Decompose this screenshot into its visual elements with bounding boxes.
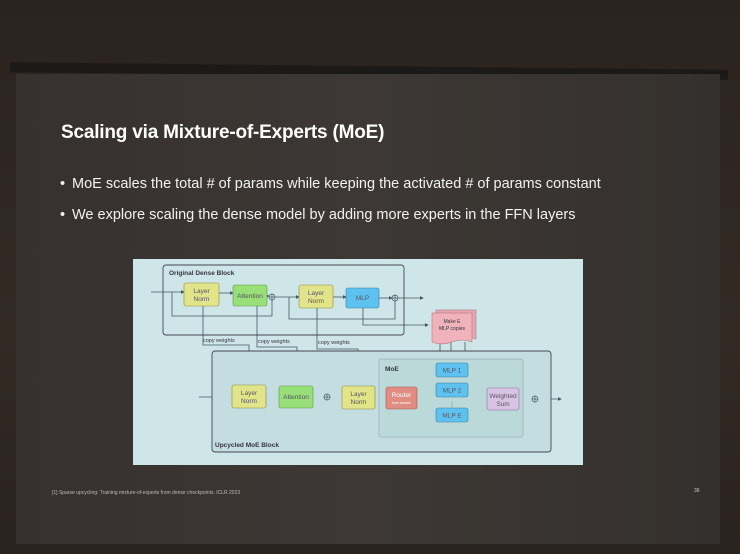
svg-text:Norm: Norm: [241, 398, 257, 405]
svg-text:MLP: MLP: [356, 295, 369, 302]
svg-text:Make E: Make E: [444, 319, 462, 325]
bullet-1: •MoE scales the total # of params while …: [60, 176, 601, 192]
svg-text:from scratch: from scratch: [392, 401, 411, 405]
moe-box: [378, 358, 524, 438]
copy-weights-label: copy weights: [203, 338, 235, 344]
footnote: [1] Sparse upcycling: Training mixture-o…: [52, 490, 241, 496]
svg-text:Attention: Attention: [283, 394, 309, 401]
moe-label: MoE: [385, 366, 399, 373]
dense-block-label: Original Dense Block: [169, 270, 235, 277]
copy-weights-label: copy weights: [258, 339, 290, 345]
svg-text:Norm: Norm: [351, 399, 367, 406]
attention-node: Attention: [278, 385, 314, 409]
mlp-node: MLP: [345, 287, 380, 309]
svg-text:Weighted: Weighted: [489, 393, 517, 400]
svg-text:Sum: Sum: [496, 401, 509, 408]
expert-mlp-1: MLP 1: [435, 362, 469, 378]
bullet-text: We explore scaling the dense model by ad…: [72, 207, 576, 223]
attention-node: Attention: [232, 284, 268, 307]
router-node: Router from scratch: [385, 386, 418, 410]
svg-text:Norm: Norm: [194, 296, 210, 303]
svg-text:Layer: Layer: [193, 288, 210, 295]
copy-weights-label: copy weights: [318, 340, 350, 346]
bullet-2: •We explore scaling the dense model by a…: [60, 207, 576, 223]
svg-text:MLP 1: MLP 1: [443, 368, 462, 375]
page-number: 36: [694, 488, 700, 494]
make-copies-node: Make E MLP copies: [431, 309, 477, 345]
svg-text:Layer: Layer: [350, 391, 367, 398]
moe-block-label: Upcycled MoE Block: [215, 442, 279, 449]
svg-text:Layer: Layer: [308, 290, 325, 297]
moe-diagram: Original Dense Block Upcycled MoE Block …: [133, 259, 583, 465]
bullet-text: MoE scales the total # of params while k…: [72, 176, 601, 192]
add-icon: [268, 293, 539, 403]
svg-text:MLP copies: MLP copies: [439, 326, 466, 332]
svg-text:Router: Router: [392, 392, 412, 399]
svg-text:⋮: ⋮: [449, 402, 455, 408]
svg-text:Norm: Norm: [308, 298, 324, 305]
dense-block: [162, 264, 405, 336]
svg-text:MLP 2: MLP 2: [443, 388, 462, 395]
expert-mlp-e: MLP E: [435, 407, 469, 423]
svg-text:Attention: Attention: [237, 293, 263, 300]
svg-text:Layer: Layer: [241, 390, 258, 397]
expert-mlp-2: MLP 2: [435, 382, 469, 398]
slide-title: Scaling via Mixture-of-Experts (MoE): [61, 122, 385, 143]
svg-text:MLP E: MLP E: [442, 413, 462, 420]
